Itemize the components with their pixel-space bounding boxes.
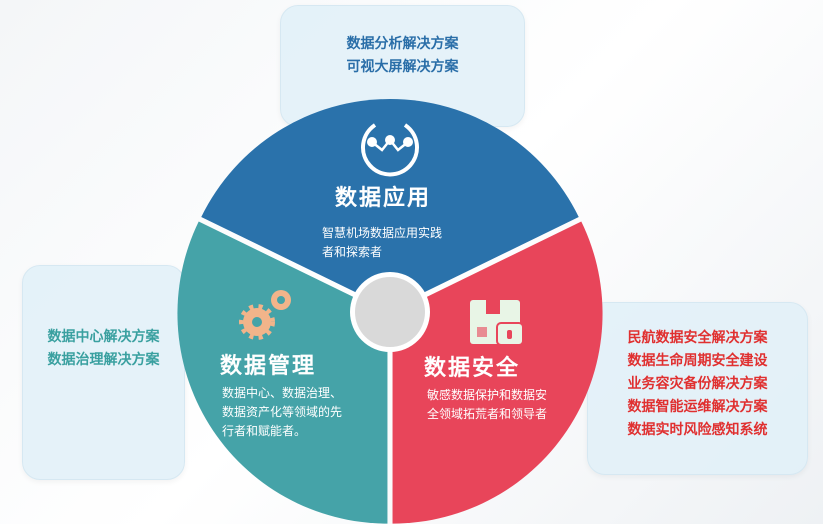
solution-item: 可视大屏解决方案 xyxy=(346,59,459,75)
desc-line: 敏感数据保护和数据安 xyxy=(427,388,548,402)
desc-line: 者和探索者 xyxy=(322,245,383,259)
segment-application xyxy=(201,98,579,309)
solution-item: 民航数据安全解决方案 xyxy=(627,330,768,346)
solution-item: 数据分析解决方案 xyxy=(346,36,459,52)
segment-title-application: 数据应用 xyxy=(335,186,432,211)
solution-item: 数据中心解决方案 xyxy=(47,329,160,345)
data-network-icon xyxy=(361,123,419,177)
solution-item: 数据实时风险感知系统 xyxy=(627,422,768,438)
segment-desc-management: 数据中心、数据治理、 数据资产化等领域的先 行者和赋能者。 xyxy=(222,384,342,441)
solution-item: 数据治理解决方案 xyxy=(47,352,160,368)
center-circle xyxy=(355,277,425,347)
segment-desc-application: 智慧机场数据应用实践 者和探索者 xyxy=(322,224,442,262)
desc-line: 行者和赋能者。 xyxy=(222,424,307,438)
segment-management xyxy=(177,221,388,524)
segment-title-management: 数据管理 xyxy=(220,354,317,379)
right-solutions-box: 民航数据安全解决方案 数据生命周期安全建设 业务容灾备份解决方案 数据智能运维解… xyxy=(587,302,808,475)
lock-box-icon xyxy=(470,300,524,346)
solution-item: 数据生命周期安全建设 xyxy=(627,353,768,369)
desc-line: 数据资产化等领域的先 xyxy=(222,405,343,419)
gears-icon xyxy=(239,290,291,340)
desc-line: 数据中心、数据治理、 xyxy=(222,386,343,400)
segment-title-security: 数据安全 xyxy=(424,356,521,381)
segment-desc-security: 敏感数据保护和数据安 全领域拓荒者和领导者 xyxy=(427,386,547,424)
left-solutions-box: 数据中心解决方案 数据治理解决方案 xyxy=(22,265,185,480)
segment-security xyxy=(392,221,603,524)
solution-item: 业务容灾备份解决方案 xyxy=(627,376,768,392)
desc-line: 智慧机场数据应用实践 xyxy=(322,226,443,240)
desc-line: 全领域拓荒者和领导者 xyxy=(427,407,548,421)
solution-item: 数据智能运维解决方案 xyxy=(627,399,768,415)
